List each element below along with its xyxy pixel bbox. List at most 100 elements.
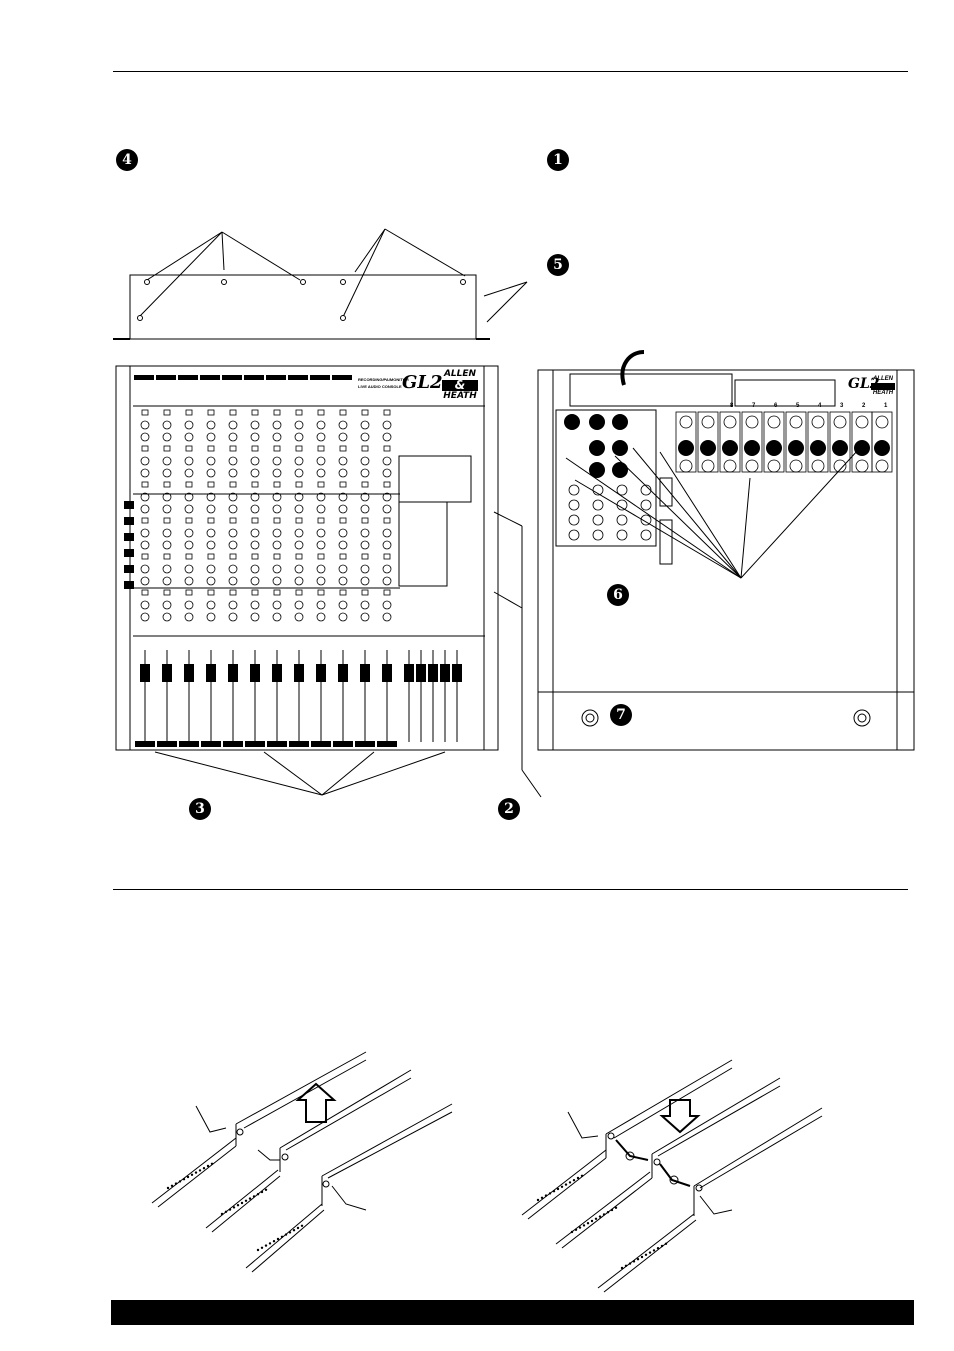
rotary-knob — [382, 528, 392, 538]
xlr-input — [766, 440, 782, 456]
switch-button — [361, 517, 369, 524]
rotary-knob — [316, 504, 326, 514]
switch-button — [163, 445, 171, 452]
channel-scribble-strip — [223, 741, 243, 747]
connector-pin — [586, 1222, 590, 1225]
connector-pin — [640, 1255, 644, 1259]
rotary-knob — [250, 528, 260, 538]
switch-button — [207, 409, 215, 416]
fader-cap — [360, 664, 370, 682]
rotary-knob — [140, 432, 150, 442]
output-jack — [568, 514, 580, 526]
connector-pin — [256, 1248, 260, 1252]
rotary-knob — [360, 540, 370, 550]
switch-button — [141, 445, 149, 452]
connector-pin — [624, 1264, 628, 1268]
rotary-knob — [228, 468, 238, 478]
rotary-knob — [338, 600, 348, 610]
rotary-knob — [272, 432, 282, 442]
channel-label-strip — [266, 375, 286, 380]
connector-pin — [572, 1179, 576, 1182]
channel-label-strip — [288, 375, 308, 380]
switch-button — [229, 517, 237, 524]
rotary-knob — [360, 504, 370, 514]
fader-cap — [206, 664, 216, 682]
rotary-knob — [250, 504, 260, 514]
connector-pin — [540, 1196, 544, 1200]
rotary-knob — [162, 600, 172, 610]
line-input-jack — [679, 459, 693, 473]
output-jack — [568, 484, 580, 496]
switch-button — [295, 481, 303, 488]
connector-pin — [568, 1181, 572, 1184]
output-xlr — [612, 440, 628, 456]
rotary-knob — [316, 468, 326, 478]
channel-scribble-strip — [289, 741, 309, 747]
switch-button — [339, 409, 347, 416]
front-brand-amp: & — [442, 379, 478, 391]
connector-pin — [260, 1190, 264, 1194]
connector-pin — [606, 1211, 610, 1214]
rotary-knob — [338, 564, 348, 574]
switch-button — [361, 589, 369, 596]
rotary-knob — [316, 612, 326, 622]
switch-button — [273, 517, 281, 524]
switch-button — [251, 445, 259, 452]
rotary-knob — [250, 612, 260, 622]
rotary-knob — [272, 540, 282, 550]
line-input-jack — [875, 459, 889, 473]
switch-button — [295, 553, 303, 560]
rotary-knob — [184, 528, 194, 538]
rotary-knob — [228, 432, 238, 442]
routing-button — [124, 581, 134, 589]
insert-jack — [723, 415, 737, 429]
rear-channel-number: 1 — [884, 403, 888, 409]
xlr-input — [678, 440, 694, 456]
output-jack — [592, 499, 604, 511]
channel-label-strip — [156, 375, 176, 380]
rotary-knob — [140, 420, 150, 430]
xlr-input — [854, 440, 870, 456]
switch-button — [229, 553, 237, 560]
rear-brand-logo: ALLEN HEATH — [871, 376, 895, 397]
connector-pin — [272, 1240, 276, 1243]
rotary-knob — [294, 576, 304, 586]
xlr-input — [722, 440, 738, 456]
connector-pin — [174, 1182, 178, 1185]
rotary-knob — [338, 420, 348, 430]
switch-button — [229, 409, 237, 416]
switch-button — [273, 553, 281, 560]
switch-button — [295, 517, 303, 524]
rotary-knob — [228, 612, 238, 622]
switch-button — [273, 589, 281, 596]
switch-button — [229, 589, 237, 596]
rotary-knob — [228, 420, 238, 430]
rotary-knob — [206, 564, 216, 574]
rotary-knob — [206, 504, 216, 514]
switch-button — [141, 553, 149, 560]
channel-scribble-strip — [179, 741, 199, 747]
insert-jack — [789, 415, 803, 429]
rotary-knob — [382, 612, 392, 622]
switch-button — [251, 589, 259, 596]
output-jack — [568, 499, 580, 511]
connector-pin — [260, 1246, 264, 1250]
switch-button — [141, 409, 149, 416]
front-brand-allen: ALLEN — [443, 369, 477, 379]
output-xlr — [589, 414, 605, 430]
switch-button — [273, 409, 281, 416]
connector-pin — [652, 1249, 656, 1252]
rotary-knob — [140, 468, 150, 478]
connector-pin — [232, 1206, 236, 1209]
rotary-knob — [162, 420, 172, 430]
connector-pin — [178, 1180, 182, 1183]
rotary-knob — [360, 528, 370, 538]
master-fader-cap — [428, 664, 438, 682]
rear-brand-allen: ALLEN — [873, 376, 893, 382]
insert-jack — [745, 415, 759, 429]
switch-button — [339, 481, 347, 488]
switch-button — [163, 553, 171, 560]
connector-pin — [224, 1210, 228, 1214]
fader-cap — [294, 664, 304, 682]
